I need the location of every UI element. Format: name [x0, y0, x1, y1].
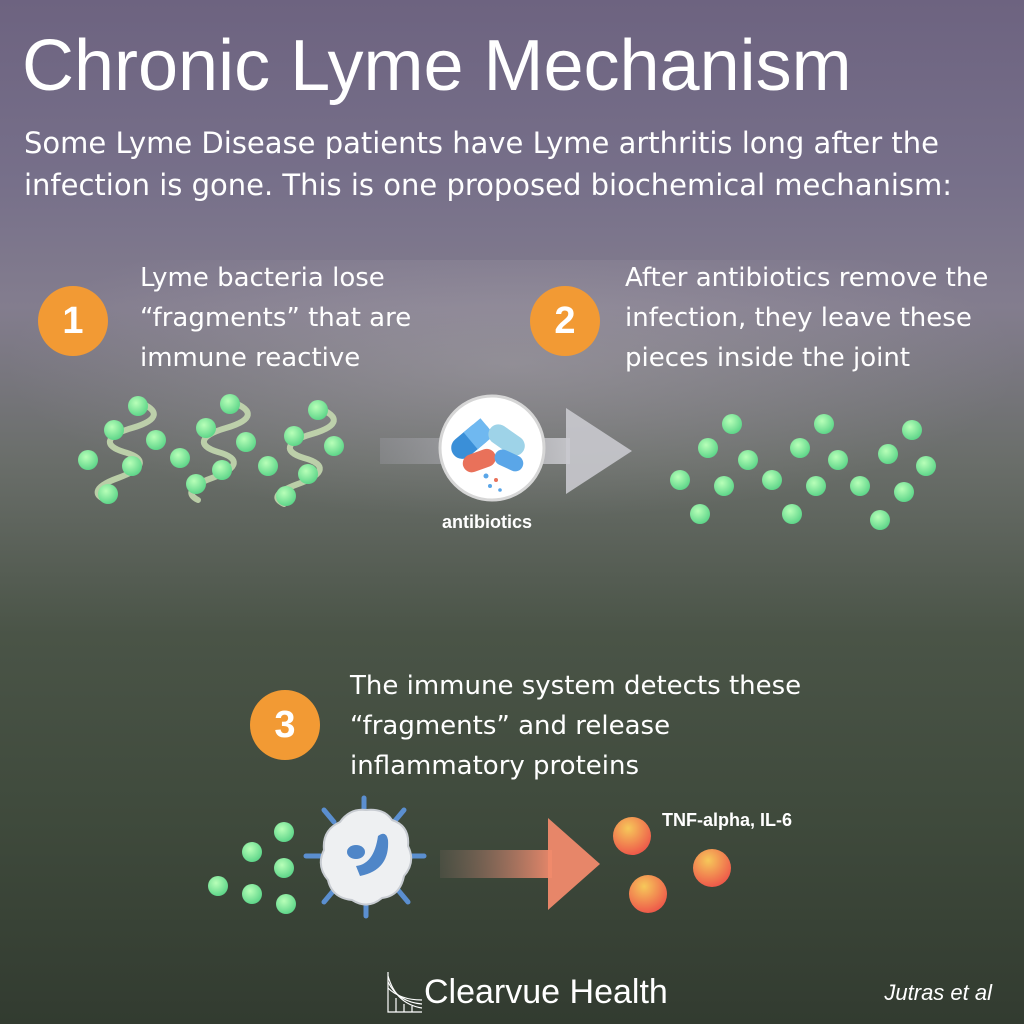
pill-icon: [440, 396, 544, 500]
fragments-cluster: [670, 414, 936, 530]
fragments-small-cluster: [208, 822, 296, 914]
brand: Clearvue Health: [384, 968, 668, 1016]
brand-logo-icon: [384, 968, 424, 1016]
cytokines-cluster: [613, 817, 731, 913]
arrow-red-icon: [440, 818, 600, 910]
brand-name: Clearvue Health: [424, 973, 668, 1012]
bacteria-icon: [78, 394, 344, 506]
citation: Jutras et al: [884, 980, 992, 1006]
cytokines-label: TNF-alpha, IL-6: [662, 810, 792, 831]
immune-cell-icon: [306, 798, 424, 916]
antibiotics-label: antibiotics: [442, 512, 532, 533]
